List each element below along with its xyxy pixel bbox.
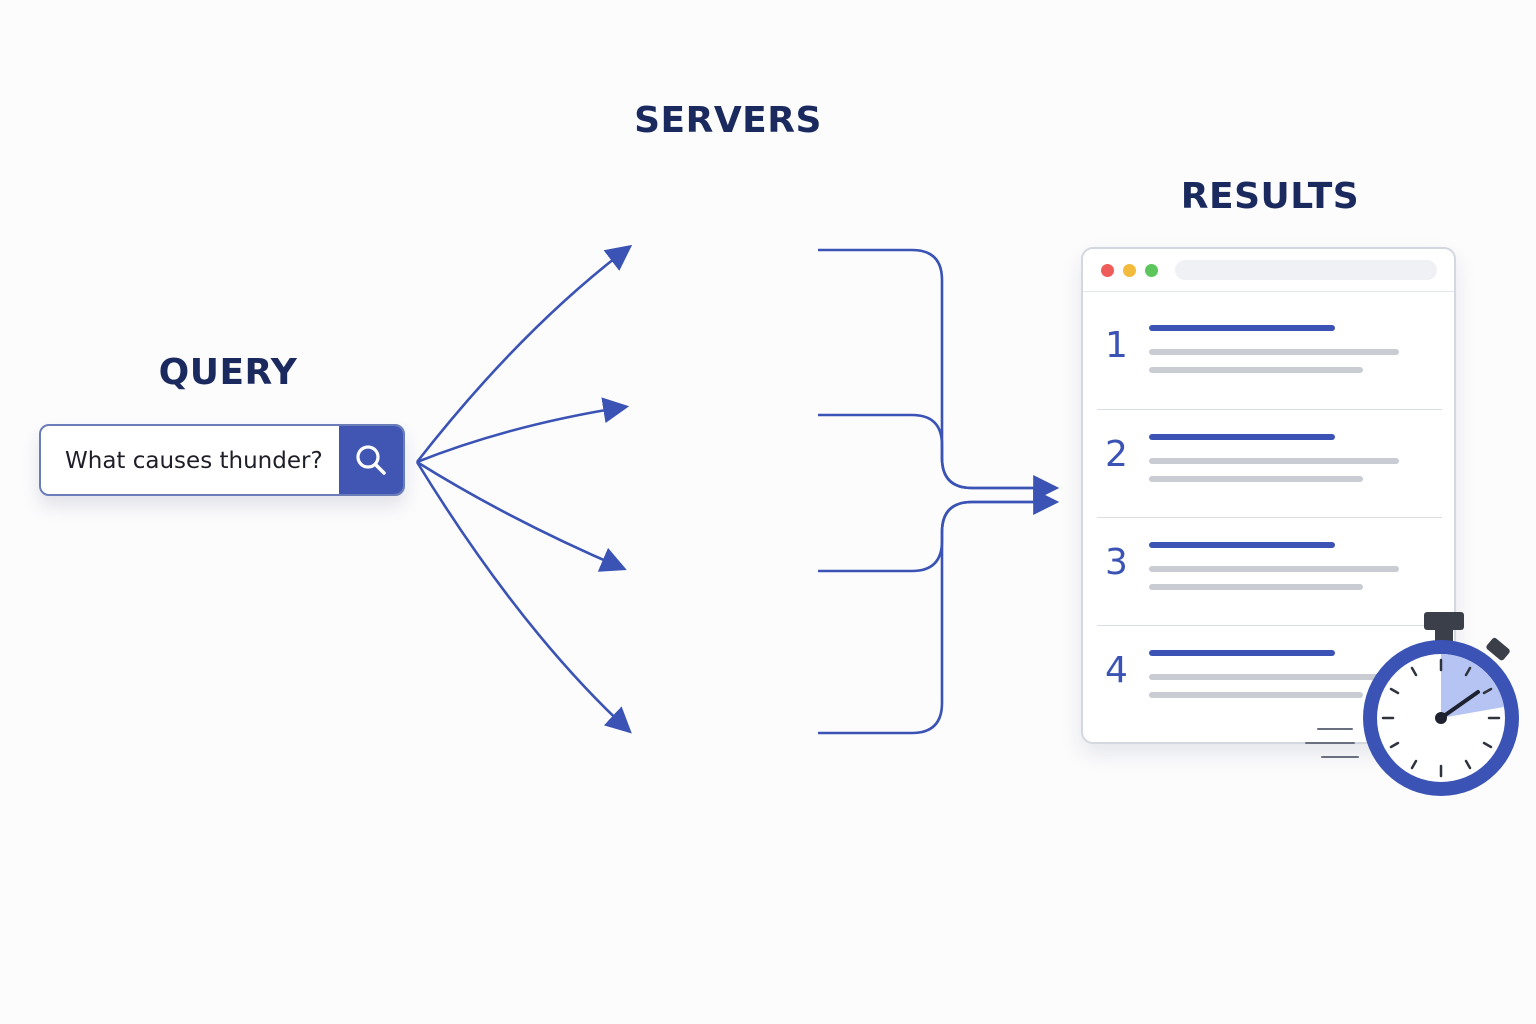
result-item-1[interactable]: 1: [1097, 301, 1442, 409]
search-input[interactable]: What causes thunder?: [65, 448, 323, 474]
result-rank: 4: [1105, 650, 1128, 691]
result-title-line: [1149, 650, 1335, 656]
servers-heading: SERVERS: [634, 100, 822, 141]
address-bar[interactable]: [1175, 260, 1437, 280]
result-item-3[interactable]: 3: [1097, 517, 1442, 626]
query-heading: QUERY: [158, 352, 298, 393]
result-snippet-line: [1149, 674, 1399, 680]
merge-lines: [818, 248, 1060, 735]
merge-line-3: [818, 489, 1060, 573]
result-item-2[interactable]: 2: [1097, 409, 1442, 518]
result-rank: 2: [1105, 434, 1128, 475]
result-title-line: [1149, 542, 1335, 548]
result-title-line: [1149, 434, 1335, 440]
result-title-line: [1149, 325, 1335, 331]
result-rank: 3: [1105, 542, 1128, 583]
results-heading: RESULTS: [1180, 176, 1360, 217]
window-minimize-dot[interactable]: [1123, 264, 1136, 277]
result-snippet-line: [1149, 476, 1363, 482]
result-snippet-line: [1149, 566, 1399, 572]
result-rank: 1: [1105, 325, 1128, 366]
merge-line-4: [818, 500, 1054, 735]
merge-line-1: [818, 248, 1060, 501]
result-snippet-line: [1149, 367, 1363, 373]
fanout-arrows: [415, 244, 633, 734]
result-snippet-line: [1149, 692, 1363, 698]
stopwatch-icon: [1305, 612, 1519, 796]
merge-line-2: [818, 413, 1054, 490]
speed-lines: [1305, 728, 1359, 758]
result-snippet-line: [1149, 458, 1399, 464]
result-item-4[interactable]: 4: [1097, 625, 1442, 734]
browser-titlebar: [1083, 249, 1454, 292]
search-bar[interactable]: What causes thunder?: [39, 424, 405, 496]
result-snippet-line: [1149, 584, 1363, 590]
arrow-to-server-1: [415, 244, 633, 463]
result-snippet-line: [1149, 349, 1399, 355]
arrow-to-server-2: [416, 397, 630, 464]
window-close-dot[interactable]: [1101, 264, 1114, 277]
arrow-to-server-3: [416, 460, 627, 572]
window-maximize-dot[interactable]: [1145, 264, 1158, 277]
search-icon: [356, 445, 386, 475]
search-button[interactable]: [339, 426, 403, 494]
arrow-to-server-4: [415, 461, 632, 734]
